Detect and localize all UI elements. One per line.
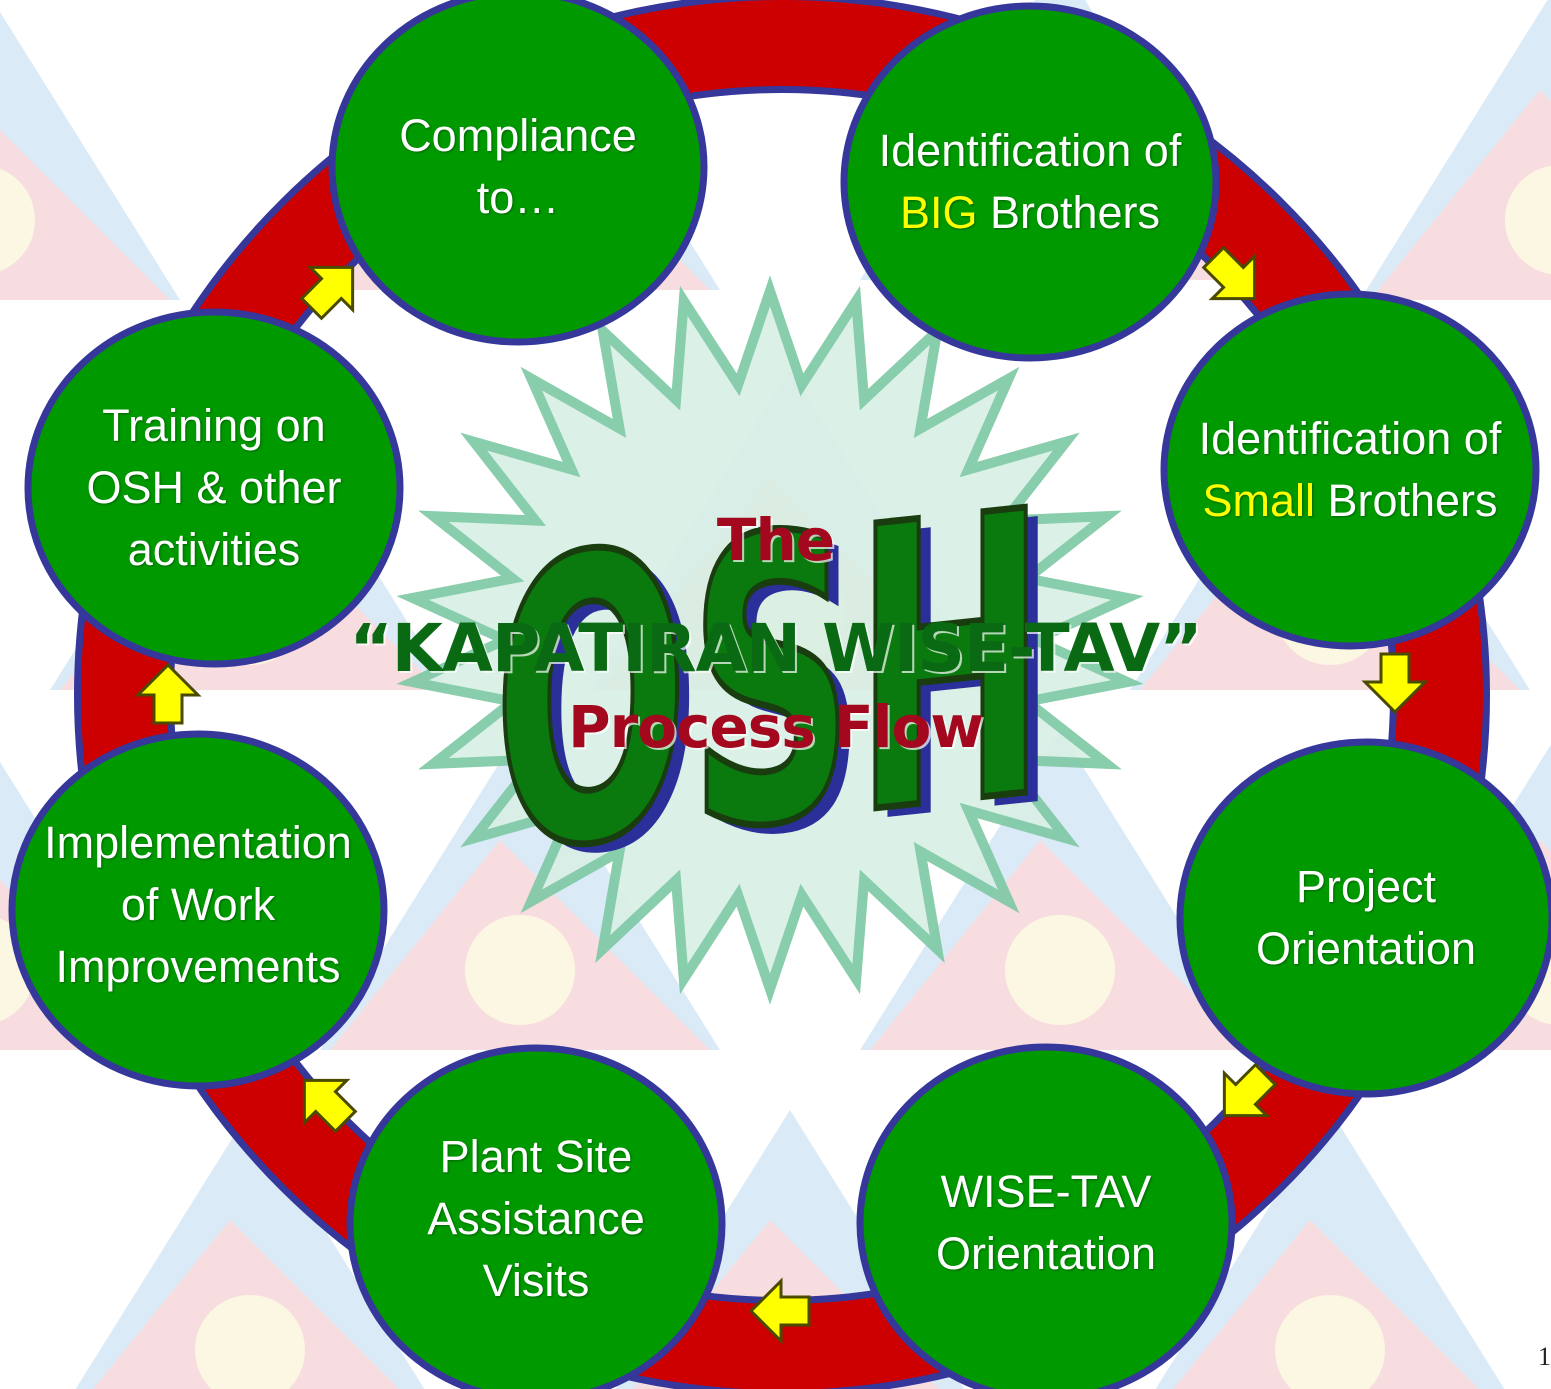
step-word: Visits [482,1255,590,1307]
arrow-improvements-to-training [134,662,202,725]
flow-arrows [134,245,1429,1345]
step-word: Identification of [878,124,1182,176]
step-word: Orientation [935,1228,1157,1279]
arrow-training-to-compliance [299,265,355,321]
step-word: Assistance [427,1192,645,1244]
label-big-brothers: Identification of BIG Brothers [860,107,1200,257]
step-word: to… [476,172,560,223]
arrow-project-to-wisetav [1222,1062,1278,1118]
node-compliance [328,0,708,346]
step-text: WISE-TAV Orientation [936,1161,1156,1285]
step-word: Implementation [44,816,352,868]
step-word: Brothers [977,187,1161,238]
step-text: Identification of BIG Brothers [879,120,1182,244]
highlight-word: BIG [899,187,978,238]
label-small-brothers: Identification of Small Brothers [1175,395,1525,545]
svg-text:OSH: OSH [505,436,1059,949]
step-word: Compliance [399,109,637,161]
node-small-brothers [1160,290,1540,650]
step-word: Identification of [1198,412,1502,464]
title-line-the: The [716,506,835,574]
label-compliance: Compliance to… [368,92,668,242]
arrow-big-to-small [1201,245,1257,301]
node-plant-site-visits [346,1044,726,1389]
arrow-plantsite-to-improvements [302,1078,358,1134]
step-word: Orientation [1255,923,1477,974]
step-word: Training on [102,399,326,451]
step-word: of Work [120,878,276,930]
osh-logo: OSH OSH [491,425,1059,950]
step-word: activities [127,524,301,576]
slide-number: 1 [1538,1342,1551,1371]
label-osh-training: Training on OSH & other activities [54,383,374,593]
starburst-decoration [396,275,1144,1005]
title-line-program-name: “KAPATIRAN WISE-TAV” [349,610,1202,687]
step-text: Identification of Small Brothers [1199,408,1502,532]
node-osh-training [24,308,404,668]
arrow-wisetav-to-plantsite [748,1277,811,1345]
node-work-improvements [8,730,388,1090]
svg-text:OSH: OSH [493,427,1047,940]
node-big-brothers [840,2,1220,362]
arrow-small-to-project [1361,652,1429,715]
label-wise-tav-orientation: WISE-TAV Orientation [886,1148,1206,1298]
step-text: Compliance to… [399,105,637,229]
highlight-word: Small [1202,475,1315,526]
step-word: Brothers [1314,475,1498,526]
node-wise-tav-orientation [856,1043,1236,1389]
title-line-process-flow: Process Flow [568,693,984,761]
node-project-orientation [1176,738,1551,1098]
step-word: WISE-TAV [940,1165,1152,1217]
flow-ring [74,0,1490,1389]
step-word: Improvements [55,941,341,993]
step-word: Project [1295,860,1437,912]
step-text: Training on OSH & other activities [86,395,341,581]
step-word: Plant Site [439,1130,633,1182]
step-nodes [8,0,1551,1389]
step-word: OSH & other [86,461,342,513]
